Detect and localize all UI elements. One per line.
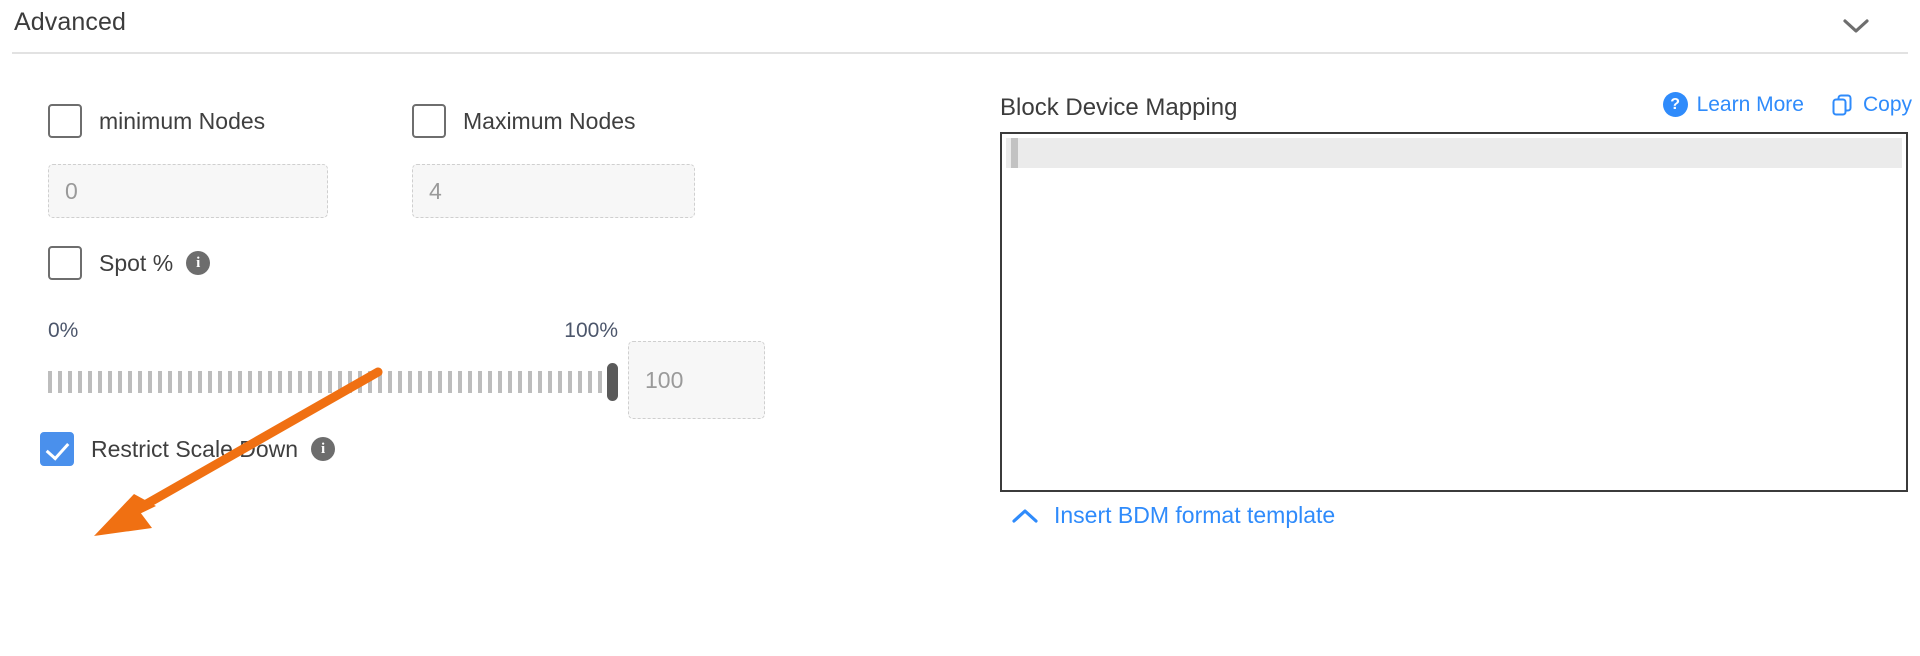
slider-thumb[interactable] (607, 363, 618, 401)
copy-link[interactable]: Copy (1830, 93, 1912, 117)
minimum-nodes-row: minimum Nodes (48, 104, 265, 138)
spot-percent-row: Spot % i (48, 246, 211, 280)
spot-percent-info-icon[interactable]: i (186, 251, 211, 275)
minimum-nodes-input[interactable]: 0 (48, 164, 328, 218)
restrict-scale-down-row: Restrict Scale Down i (40, 432, 336, 466)
editor-caret (1011, 138, 1018, 168)
restrict-scale-down-info-icon[interactable]: i (311, 437, 336, 461)
slider-scale: 0% 100% (48, 319, 618, 345)
restrict-scale-down-checkbox[interactable] (40, 432, 74, 466)
editor-active-line (1006, 138, 1902, 168)
help-circle-icon: ? (1662, 92, 1688, 117)
slider-max-label: 100% (564, 319, 618, 342)
minimum-nodes-checkbox[interactable] (48, 104, 82, 138)
chevron-down-icon[interactable] (1840, 10, 1872, 42)
slider-min-label: 0% (48, 319, 79, 342)
copy-label: Copy (1862, 92, 1912, 116)
restrict-scale-down-label: Restrict Scale Down (91, 435, 299, 462)
maximum-nodes-checkbox[interactable] (412, 104, 446, 138)
insert-bdm-template-label: Insert BDM format template (1054, 502, 1336, 528)
maximum-nodes-input[interactable]: 4 (412, 164, 695, 218)
maximum-nodes-row: Maximum Nodes (412, 104, 636, 138)
copy-icon (1830, 93, 1854, 117)
page-title: Advanced (14, 8, 126, 36)
block-device-mapping-editor[interactable] (1000, 132, 1908, 492)
block-device-mapping-column: Block Device Mapping ? Learn More Copy (1000, 54, 1920, 656)
block-device-mapping-actions: ? Learn More Copy (1662, 92, 1912, 117)
minimum-nodes-label: minimum Nodes (99, 107, 266, 134)
insert-bdm-template-link[interactable]: Insert BDM format template (1010, 502, 1335, 529)
spot-percent-slider-group: 0% 100% (48, 319, 618, 401)
maximum-nodes-label: Maximum Nodes (463, 107, 636, 134)
scaling-options-column: minimum Nodes 0 Maximum Nodes 4 Spot % i… (0, 54, 980, 656)
block-device-mapping-title: Block Device Mapping (1000, 94, 1238, 121)
learn-more-link[interactable]: ? Learn More (1662, 92, 1804, 117)
slider-track[interactable] (48, 363, 618, 401)
learn-more-label: Learn More (1696, 92, 1804, 116)
spot-percent-label: Spot % (99, 249, 174, 276)
chevron-up-icon (1010, 507, 1040, 525)
section-header: Advanced (0, 0, 1920, 54)
header-divider (12, 52, 1908, 54)
spot-percent-checkbox[interactable] (48, 246, 82, 280)
spot-percent-value-input[interactable]: 100 (628, 341, 765, 419)
